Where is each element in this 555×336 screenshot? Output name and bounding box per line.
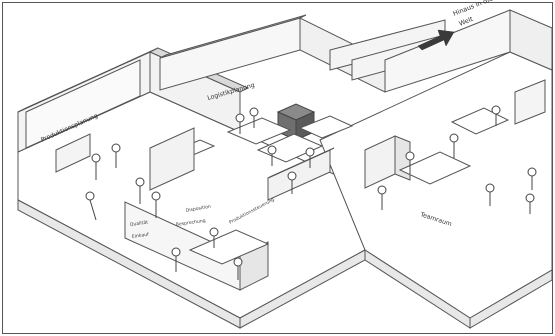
floorplan-svg: Hinaus in die Welt Produktionsplanung Lo… [0, 0, 555, 336]
office-floorplan-diagram: Hinaus in die Welt Produktionsplanung Lo… [0, 0, 555, 336]
